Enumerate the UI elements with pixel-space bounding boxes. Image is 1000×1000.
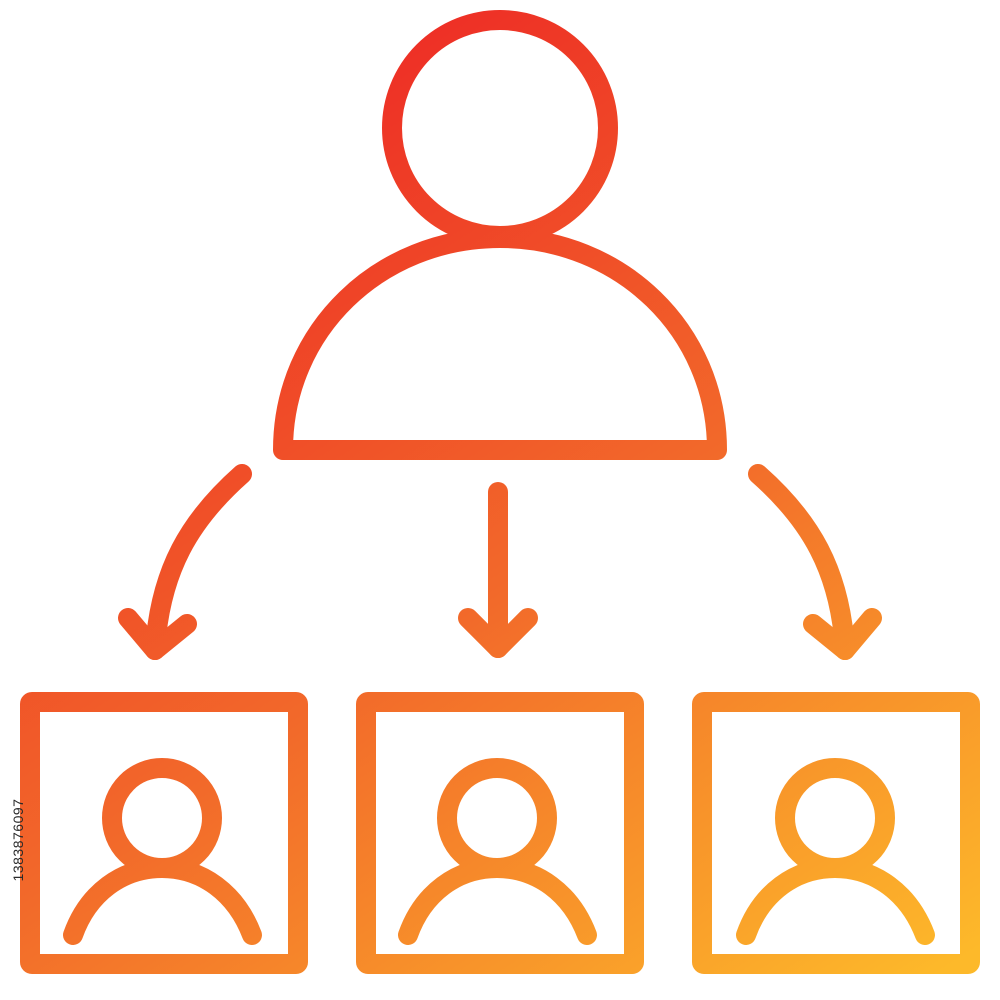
team-member-card-left (20, 692, 308, 974)
member-person-icon (63, 758, 262, 945)
leader-body (273, 228, 727, 460)
right-arrow-icon (748, 464, 882, 660)
card-frame (20, 692, 308, 974)
team-member-card-center (356, 692, 644, 974)
team-member-card-right (692, 692, 980, 974)
left-arrow-icon (118, 464, 252, 660)
member-person-icon (736, 758, 935, 945)
center-arrow-icon (458, 482, 538, 658)
member-person-icon (398, 758, 597, 945)
leader-person-icon (273, 10, 727, 460)
card-frame (356, 692, 644, 974)
card-frame (692, 692, 980, 974)
leader-head (382, 10, 618, 246)
watermark-id-text: 1383876097 (10, 798, 26, 882)
